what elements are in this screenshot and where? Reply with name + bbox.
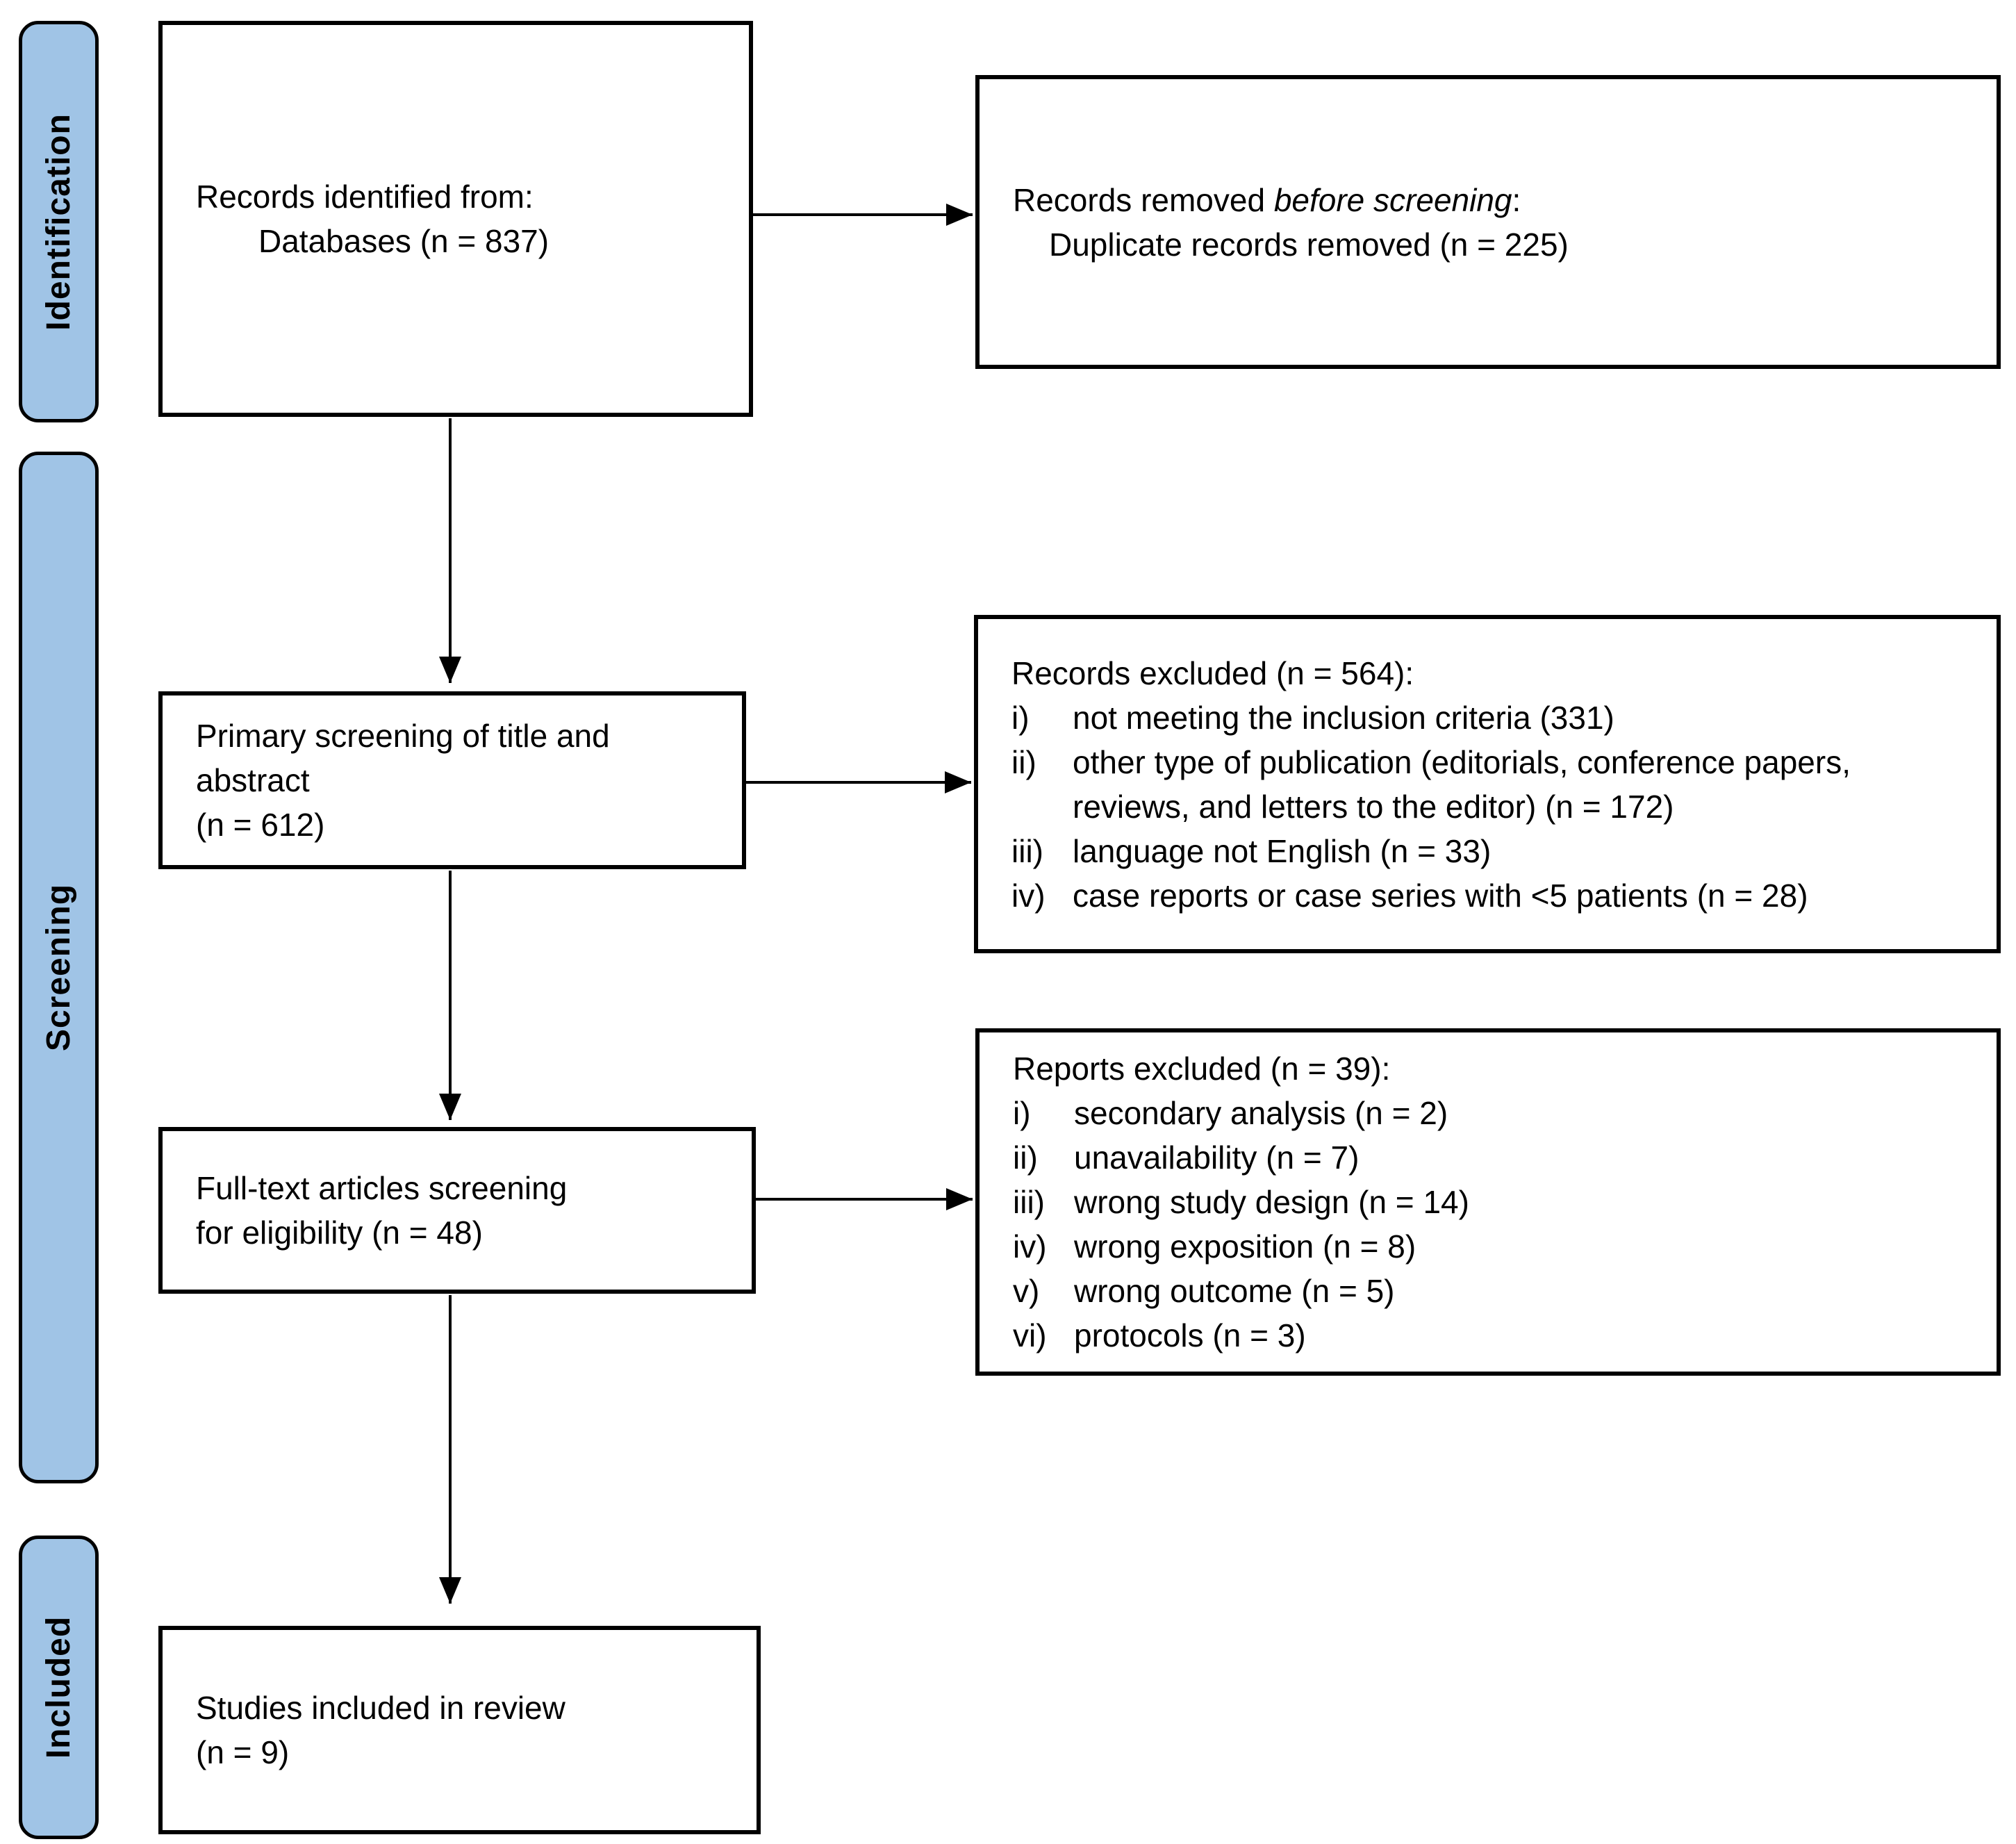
box-records-identified: Records identified from: Databases (n = … (158, 21, 753, 417)
records-excluded-title: Records excluded (n = 564): (1011, 655, 1414, 691)
box-records-excluded: Records excluded (n = 564): i)not meetin… (974, 615, 2001, 953)
records-removed-suffix: : (1512, 181, 1521, 218)
reports-excluded-item: ii)unavailability (n = 7) (1013, 1139, 1360, 1176)
records-excluded-item: iii)language not English (n = 33) (1011, 832, 1492, 869)
box-records-removed: Records removed before screening: Duplic… (975, 75, 2001, 369)
records-excluded-item: i)not meeting the inclusion criteria (33… (1011, 699, 1614, 736)
records-excluded-item: ii)other type of publication (editorials… (1011, 743, 1851, 825)
records-removed-line2: Duplicate records removed (n = 225) (1049, 226, 1569, 263)
fulltext-screening-line2: for eligibility (n = 48) (196, 1215, 483, 1251)
box-studies-included: Studies included in review (n = 9) (158, 1626, 761, 1834)
fulltext-screening-line1: Full-text articles screening (196, 1170, 568, 1206)
primary-screening-line3: (n = 612) (196, 807, 325, 843)
records-removed-prefix: Records removed (1013, 181, 1274, 218)
reports-excluded-item: iv)wrong exposition (n = 8) (1013, 1228, 1416, 1265)
stage-included: Included (19, 1536, 99, 1839)
records-identified-line2: Databases (n = 837) (258, 223, 550, 259)
box-fulltext-screening: Full-text articles screening for eligibi… (158, 1127, 756, 1294)
stage-screening: Screening (19, 452, 99, 1483)
studies-included-line2: (n = 9) (196, 1734, 290, 1770)
reports-excluded-item: iii)wrong study design (n = 14) (1013, 1184, 1469, 1220)
stage-included-label: Included (40, 1615, 77, 1759)
stage-identification: Identification (19, 21, 99, 422)
records-identified-line1: Records identified from: (196, 179, 534, 215)
reports-excluded-title: Reports excluded (n = 39): (1013, 1051, 1391, 1087)
primary-screening-line1: Primary screening of title and (196, 718, 610, 754)
records-removed-italic: before screening (1273, 181, 1512, 218)
primary-screening-line2: abstract (196, 762, 310, 798)
records-removed-line1: Records removed before screening: (1013, 178, 1521, 222)
reports-excluded-item: vi)protocols (n = 3) (1013, 1317, 1306, 1353)
reports-excluded-item: v)wrong outcome (n = 5) (1013, 1273, 1395, 1309)
records-excluded-item: iv)case reports or case series with <5 p… (1011, 877, 1808, 914)
reports-excluded-item: i)secondary analysis (n = 2) (1013, 1095, 1448, 1131)
stage-screening-label: Screening (40, 883, 78, 1052)
studies-included-line1: Studies included in review (196, 1690, 565, 1726)
stage-identification-label: Identification (40, 113, 78, 331)
box-reports-excluded: Reports excluded (n = 39): i)secondary a… (975, 1028, 2001, 1376)
box-primary-screening: Primary screening of title and abstract … (158, 691, 746, 869)
